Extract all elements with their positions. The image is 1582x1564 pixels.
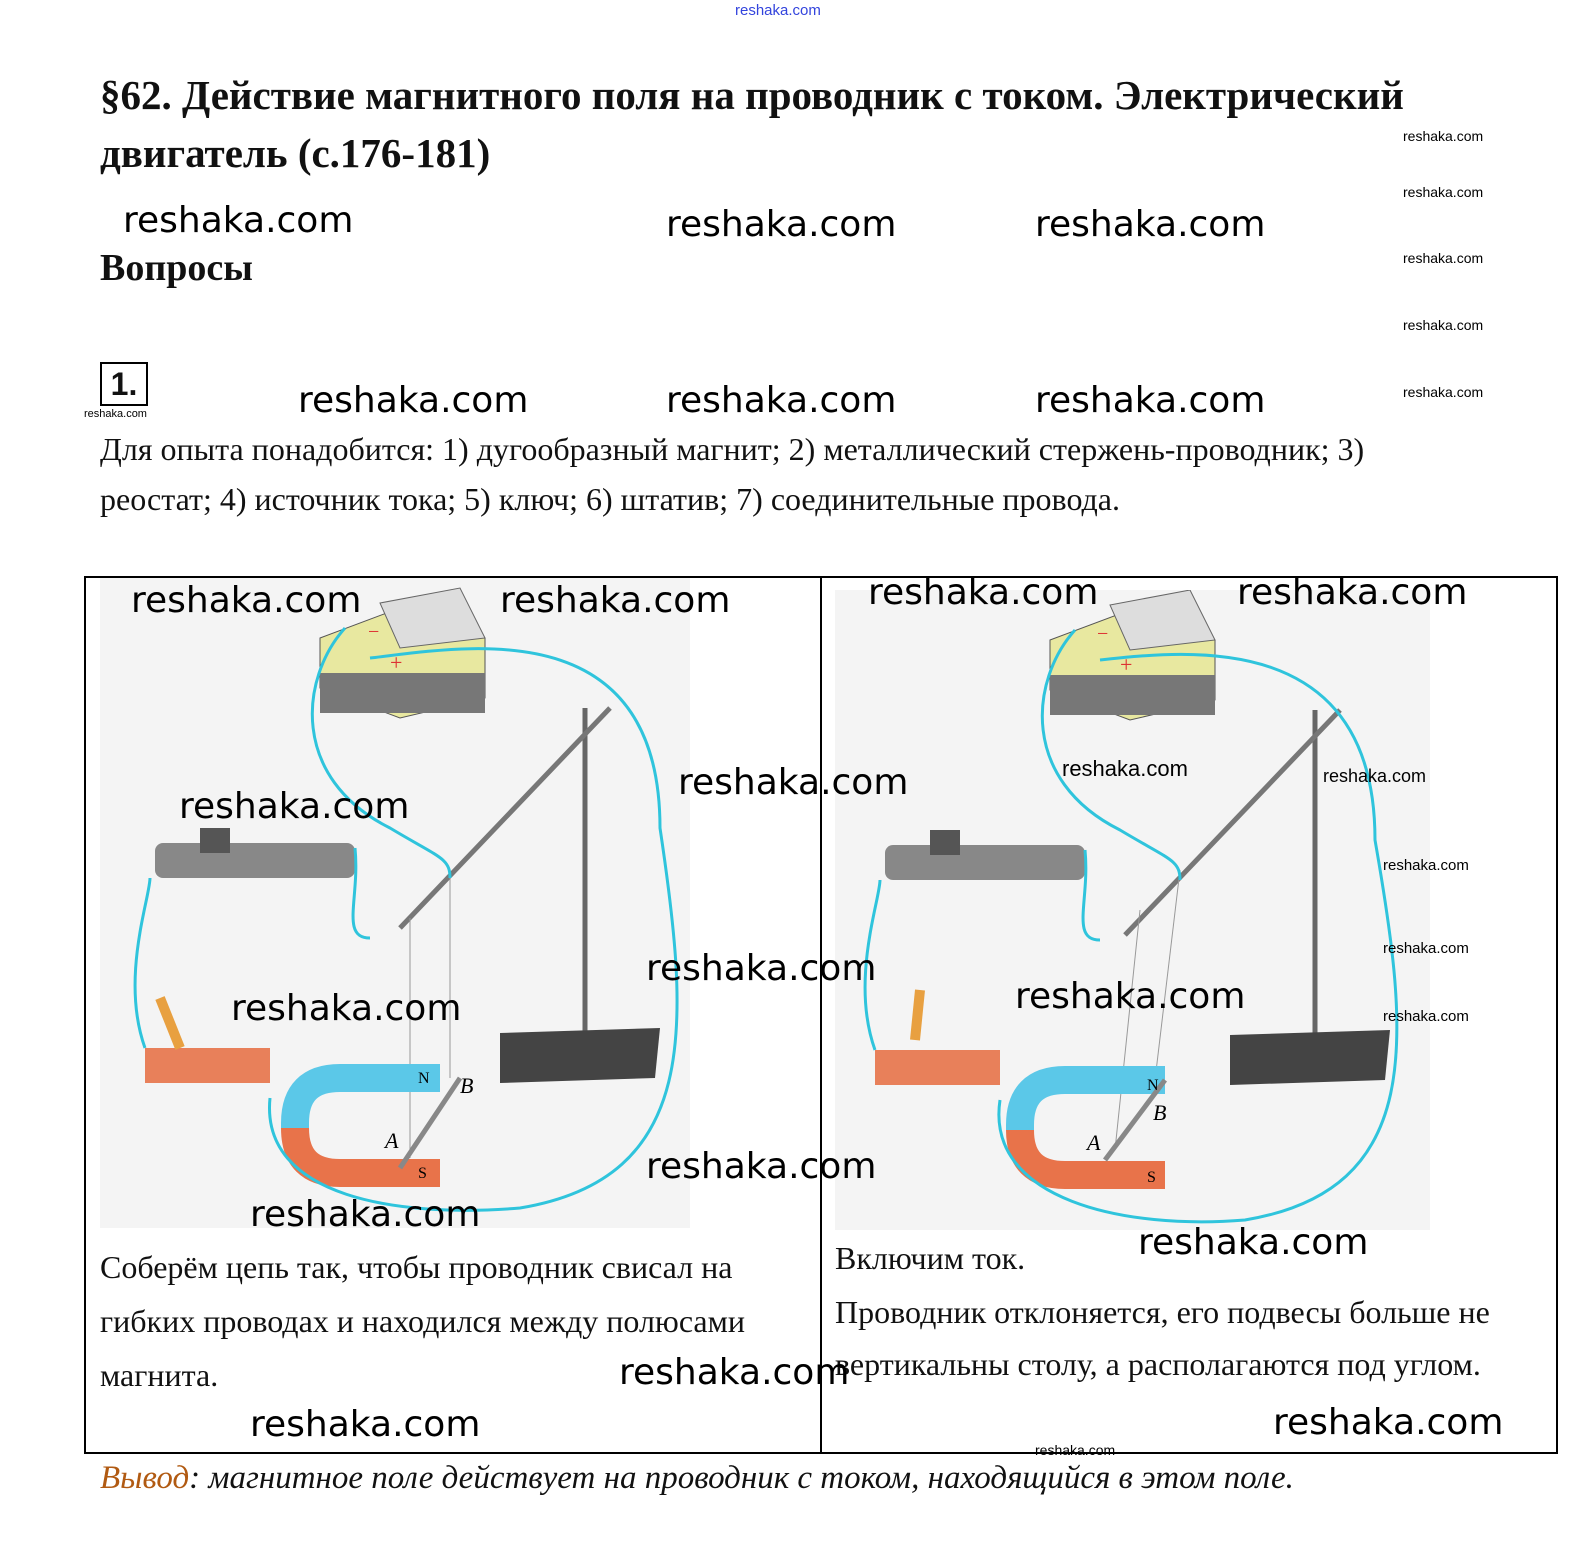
conclusion-label: Вывод: [100, 1460, 190, 1496]
figure-before-current: − + N S A B: [100, 578, 690, 1228]
watermark: reshaka.com: [1383, 940, 1469, 957]
intro-paragraph: Для опыта понадобится: 1) дугообразный м…: [100, 431, 1365, 517]
watermark: reshaka.com: [1403, 384, 1484, 400]
watermark: reshaka.com: [619, 1352, 850, 1393]
watermark: reshaka.com: [1383, 1008, 1469, 1025]
watermark: reshaka.com: [666, 204, 897, 245]
watermark: reshaka.com: [250, 1194, 481, 1235]
watermark: reshaka.com: [1237, 572, 1468, 613]
watermark: reshaka.com: [1323, 766, 1427, 786]
watermark: reshaka.com: [1062, 756, 1188, 781]
watermark: reshaka.com: [1035, 1442, 1116, 1458]
watermark: reshaka.com: [500, 580, 731, 621]
watermark: reshaka.com: [646, 948, 877, 989]
watermark: reshaka.com: [84, 408, 147, 420]
right-caption-line2: Проводник отклоняется, его подвесы больш…: [835, 1294, 1490, 1382]
point-a-label: A: [1085, 1130, 1101, 1155]
point-b-label: B: [1153, 1100, 1166, 1125]
north-pole-label: N: [1147, 1077, 1159, 1094]
watermark: reshaka.com: [1035, 380, 1266, 421]
conclusion: Вывод: магнитное поле действует на прово…: [100, 1459, 1294, 1497]
watermark: reshaka.com: [1383, 857, 1469, 874]
south-pole-label: S: [1147, 1169, 1156, 1186]
point-a-label: A: [383, 1128, 399, 1153]
section-heading: Вопросы: [100, 247, 253, 289]
watermark: reshaka.com: [123, 200, 354, 241]
connecting-wire: [863, 628, 1399, 1224]
minus-terminal-label: −: [368, 621, 379, 643]
page-title: §62. Действие магнитного поля на проводн…: [100, 72, 1404, 176]
connecting-wire: [133, 626, 679, 1212]
watermark: reshaka.com: [231, 988, 462, 1029]
question-number: 1.: [100, 362, 148, 406]
rheostat: [885, 830, 1085, 880]
watermark: reshaka.com: [131, 580, 362, 621]
right-caption-line1: Включим ток.: [835, 1240, 1026, 1276]
minus-terminal-label: −: [1097, 623, 1108, 645]
watermark: reshaka.com: [868, 572, 1099, 613]
watermark: reshaka.com: [1035, 204, 1266, 245]
watermark: reshaka.com: [1015, 976, 1246, 1017]
horseshoe-magnet: [281, 1064, 440, 1187]
watermark: reshaka.com: [179, 786, 410, 827]
stand: [1123, 708, 1390, 1085]
watermark: reshaka.com: [1403, 250, 1484, 266]
watermark: reshaka.com: [678, 762, 909, 803]
south-pole-label: S: [418, 1165, 427, 1182]
watermark: reshaka.com: [646, 1146, 877, 1187]
watermark: reshaka.com: [250, 1404, 481, 1445]
stand: [398, 706, 660, 1083]
watermark: reshaka.com: [1403, 128, 1484, 144]
header-link[interactable]: reshaka.com: [735, 2, 821, 19]
power-supply: [1049, 590, 1216, 721]
table-divider: [820, 576, 822, 1452]
watermark: reshaka.com: [1138, 1222, 1369, 1263]
left-caption: Соберём цепь так, чтобы проводник свисал…: [100, 1249, 745, 1393]
watermark: reshaka.com: [1403, 184, 1484, 200]
watermark: reshaka.com: [1403, 317, 1484, 333]
watermark: reshaka.com: [298, 380, 529, 421]
power-supply: [319, 587, 486, 719]
figure-current-on: − + N S A B: [835, 590, 1430, 1230]
key: [875, 989, 1000, 1085]
rheostat: [155, 828, 355, 878]
key: [145, 996, 270, 1083]
conclusion-text: : магнитное поле действует на проводник …: [189, 1460, 1294, 1496]
point-b-label: B: [460, 1073, 473, 1098]
watermark: reshaka.com: [666, 380, 897, 421]
north-pole-label: N: [418, 1070, 430, 1087]
watermark: reshaka.com: [1273, 1402, 1504, 1443]
horseshoe-magnet: [1006, 1066, 1165, 1189]
